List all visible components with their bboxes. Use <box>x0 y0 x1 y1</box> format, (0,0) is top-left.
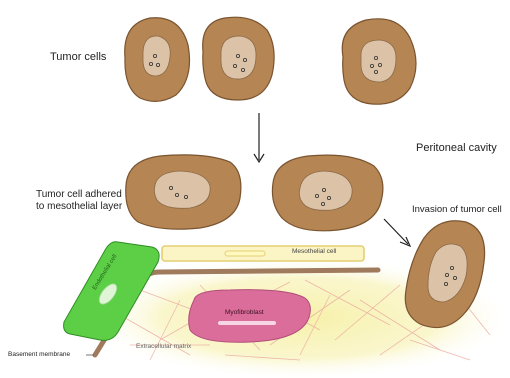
adhered-tumor-cell-1 <box>126 155 241 229</box>
adhered-tumor-cell-2 <box>272 155 383 231</box>
down-arrow <box>254 113 264 162</box>
extracellular-matrix-label: Extracellular matrix <box>136 343 191 350</box>
mesothelial-cell-label: Mesothelial cell <box>292 248 336 255</box>
tumor-cell-3 <box>342 19 416 104</box>
adhered-label-line2: to mesothelial layer <box>36 201 122 213</box>
adhered-label: Tumor cell adhered to mesothelial layer <box>36 189 122 212</box>
tumor-cell-2 <box>203 17 274 100</box>
basement-membrane-label: Basement membrane <box>8 351 70 358</box>
tumor-cells-label: Tumor cells <box>50 51 106 64</box>
peritoneal-cavity-label: Peritoneal cavity <box>416 142 497 155</box>
myofibroblast-label: Myofibroblast <box>225 309 264 316</box>
adhered-label-line1: Tumor cell adhered <box>36 189 122 201</box>
tumor-cell-1 <box>125 18 190 102</box>
invasion-label: Invasion of tumor cell <box>412 205 502 216</box>
invasion-arrow <box>384 219 410 246</box>
